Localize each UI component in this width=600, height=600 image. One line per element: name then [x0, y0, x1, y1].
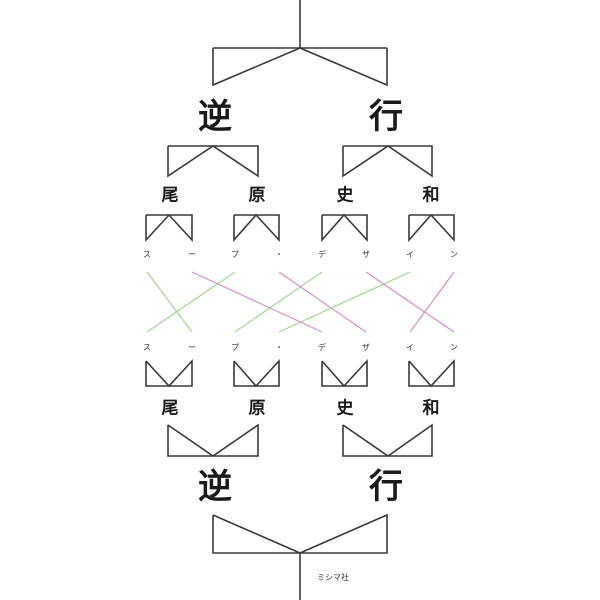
title-char-bottom-1: 逆 — [198, 467, 232, 507]
level2-left-bowtie — [167, 145, 259, 178]
mirror-level2-right-bowtie — [342, 423, 433, 457]
publisher-name: ミシマ社 — [317, 573, 349, 582]
top-bowtie — [212, 47, 388, 87]
bottom-bowtie — [212, 513, 388, 554]
kana-top-8: ン — [450, 250, 458, 259]
kana-top-7: イ — [406, 250, 414, 259]
green-line-3 — [234, 271, 323, 333]
green-line-2 — [146, 271, 236, 333]
level3-bowtie-3 — [321, 213, 368, 243]
crossing-lines — [146, 271, 455, 333]
pink-line-1 — [191, 271, 323, 333]
green-line-1 — [146, 271, 193, 333]
mirror-level3-bowtie-2 — [233, 358, 280, 388]
kana-bottom-2: ー — [188, 343, 196, 352]
kana-top-5: デ — [318, 250, 326, 259]
kana-top-4: ・ — [275, 250, 283, 259]
author-char-bottom-2: 原 — [248, 398, 266, 419]
kana-top-6: ザ — [362, 250, 370, 259]
author-char-top-1: 尾 — [161, 185, 179, 206]
mirror-level2-left-bowtie — [167, 423, 259, 457]
pink-line-4 — [409, 271, 455, 333]
pink-line-3 — [365, 271, 455, 333]
title-char-bottom-2: 行 — [369, 467, 403, 507]
kana-bottom-8: ン — [450, 343, 458, 352]
author-char-bottom-1: 尾 — [161, 398, 179, 419]
mirror-level3-bowtie-1 — [145, 358, 193, 388]
level3-bowtie-2 — [233, 213, 280, 243]
green-line-4 — [278, 271, 411, 333]
kana-bottom-4: ・ — [275, 343, 283, 352]
kana-top-2: ー — [188, 250, 196, 259]
mirror-level3-bowtie-3 — [321, 358, 368, 388]
pink-line-2 — [278, 271, 367, 333]
author-char-top-2: 原 — [248, 185, 266, 206]
kana-bottom-3: プ — [231, 343, 239, 352]
level3-bowtie-1 — [145, 213, 193, 243]
title-char-top-2: 行 — [369, 97, 403, 137]
title-char-top-1: 逆 — [198, 97, 232, 137]
mirror-level3-bowtie-4 — [408, 358, 455, 388]
kana-top-1: ス — [143, 250, 151, 259]
kana-top-3: プ — [231, 250, 239, 259]
author-char-top-3: 史 — [336, 185, 354, 206]
level3-bowtie-4 — [408, 213, 455, 243]
kana-bottom-1: ス — [143, 343, 151, 352]
author-char-bottom-3: 史 — [336, 398, 354, 419]
kana-bottom-5: デ — [318, 343, 326, 352]
author-char-bottom-4: 和 — [422, 398, 440, 419]
frame-lines — [145, 0, 455, 600]
kana-bottom-7: イ — [406, 343, 414, 352]
level2-right-bowtie — [342, 145, 433, 178]
author-char-top-4: 和 — [422, 185, 440, 206]
kana-bottom-6: ザ — [362, 343, 370, 352]
